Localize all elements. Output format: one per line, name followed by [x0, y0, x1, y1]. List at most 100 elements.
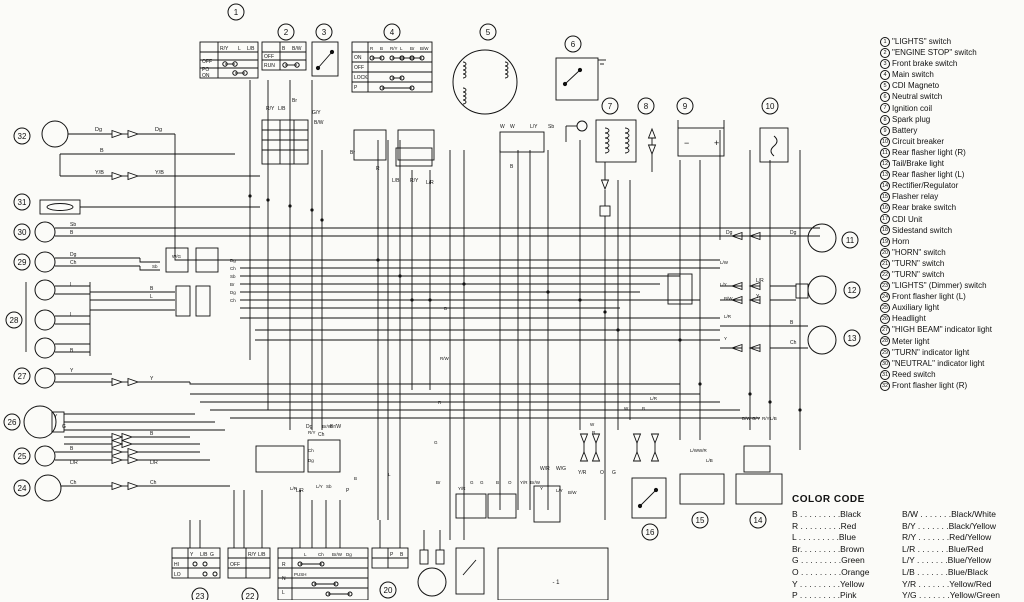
- connector-arrow: [111, 455, 124, 465]
- component-number-badge: [5, 311, 23, 329]
- wire-label: L/R: [426, 180, 434, 186]
- switch-contact: [212, 571, 218, 577]
- wire-label: L/Y: [316, 484, 323, 489]
- wire-label: G: [612, 470, 616, 476]
- connector-arrow: [600, 179, 610, 191]
- legend-label: Sidestand switch: [892, 225, 953, 235]
- connector-block: [195, 247, 219, 273]
- switch-contact: [192, 561, 198, 567]
- component-number: 2: [284, 28, 289, 37]
- ignition-coil: [595, 119, 637, 163]
- component-number-badge: [601, 97, 619, 115]
- turn-switch-table: [277, 547, 369, 600]
- wire-label: B/W: [568, 490, 577, 495]
- wire-label: L/B: [278, 106, 286, 112]
- component-number: 7: [608, 102, 613, 111]
- color-code-entry: R . . . . . . . . .Red: [792, 520, 857, 531]
- color-code-entry: B/Y . . . . . . .Black/Yellow: [902, 520, 997, 531]
- legend-label: "ENGINE STOP" switch: [892, 48, 977, 58]
- switch-contact: [315, 65, 321, 71]
- wire-label: L/W: [690, 448, 699, 453]
- legend-number: 17: [880, 214, 890, 225]
- wire-label: Ch: [150, 480, 157, 486]
- switch-contact: [577, 67, 583, 73]
- wire-label: Y: [54, 414, 58, 420]
- wire-label: B: [354, 476, 357, 481]
- junction-dot: [320, 218, 324, 222]
- component-number: 22: [246, 592, 255, 600]
- junction-dot: [310, 208, 314, 212]
- wire-label: R/Y: [308, 430, 316, 435]
- connector-arrow: [121, 432, 134, 442]
- component-number: 4: [390, 28, 395, 37]
- connector-block: [395, 147, 433, 167]
- color-code-entry: P . . . . . . . . .Pink: [792, 590, 857, 601]
- turn-switch-table-2: [227, 547, 271, 579]
- component-number-badge: [13, 193, 31, 211]
- legend-number: 2: [880, 47, 890, 58]
- legend-label: Rectifier/Regulator: [892, 181, 959, 191]
- legend-number: 20: [880, 247, 890, 258]
- legend-label: "LIGHTS" switch: [892, 37, 952, 46]
- switch-contact: [202, 561, 208, 567]
- component-number-badge: [676, 97, 694, 115]
- junction-dot: [768, 400, 772, 404]
- junction-dot: [248, 194, 252, 198]
- connector-arrow: [632, 433, 642, 445]
- wire-label: B: [444, 306, 447, 311]
- wire-label: L/R: [290, 486, 298, 491]
- junction-dot: [376, 258, 380, 262]
- coil-winding: [624, 127, 630, 134]
- legend-label: CDI Magneto: [892, 81, 940, 91]
- color-code-entry: Y/R . . . . . . .Yellow/Red: [902, 578, 992, 589]
- reed-switch: [39, 199, 81, 215]
- wire-label: L: [70, 282, 73, 288]
- wire-label: Ch: [70, 260, 77, 266]
- wire-label: G: [470, 480, 474, 485]
- connector-arrow: [127, 171, 140, 181]
- magneto-coil: [462, 65, 467, 71]
- legend-label: Rear flasher light (L): [892, 170, 965, 180]
- legend-number: 7: [880, 103, 890, 114]
- wire-label: B: [150, 286, 154, 292]
- component-number-badge: [843, 329, 861, 347]
- wire: [174, 134, 230, 261]
- connector-arrow: [647, 127, 657, 139]
- legend-number: 6: [880, 92, 890, 103]
- wire-label: Sb: [230, 274, 236, 279]
- high-beam-indicator-light: [34, 367, 56, 389]
- wire-label: G: [480, 480, 484, 485]
- wire-label: Ch: [308, 448, 314, 453]
- magneto-coil: [462, 91, 467, 97]
- wire: [564, 69, 581, 85]
- legend-label: Flasher relay: [892, 192, 939, 202]
- color-code-entry: L/Y . . . . . . .Blue/Yellow: [902, 555, 992, 566]
- wire-label: L/Y: [530, 124, 538, 130]
- legend-number: 25: [880, 303, 890, 314]
- sidestand-switch: [455, 547, 485, 595]
- table-cell: R: [282, 562, 286, 568]
- legend-label: Auxiliary light: [892, 303, 940, 313]
- component-number-badge: [841, 231, 859, 249]
- wire-label: B: [642, 406, 645, 411]
- connector-arrow: [591, 433, 601, 445]
- junction-dot: [288, 204, 292, 208]
- connector-block: [165, 247, 189, 273]
- rear-flasher-light-r: [807, 223, 837, 253]
- neutral-switch: [555, 57, 599, 101]
- component-number: 25: [18, 452, 27, 461]
- component-number: 9: [683, 102, 688, 111]
- connector-block: [499, 131, 545, 153]
- wire-label: W/R: [698, 448, 707, 453]
- wire-label: Sb: [548, 124, 554, 130]
- wire-label: B/W: [724, 296, 733, 301]
- connector-arrow: [632, 450, 642, 462]
- meter-light: [34, 337, 56, 359]
- table-cell: Ch: [318, 552, 324, 557]
- connector-block: [353, 129, 387, 161]
